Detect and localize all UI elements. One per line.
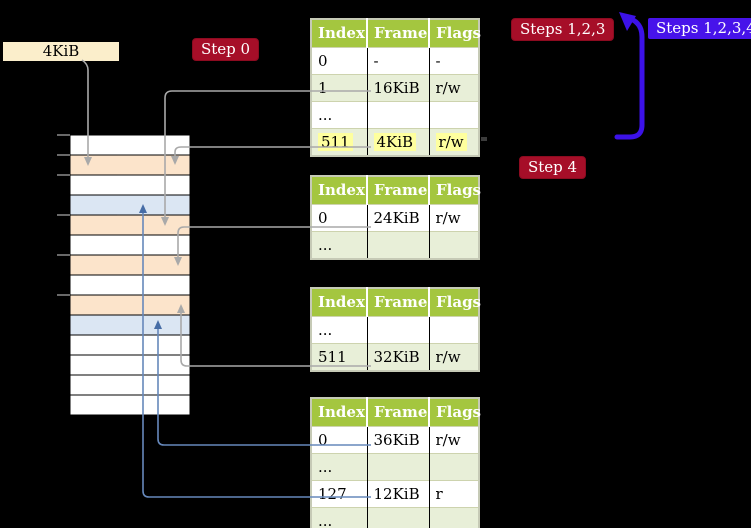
memory-row (69, 294, 191, 316)
page-table-2: Index Frame Flags 0 24KiB r/w ... (310, 175, 481, 260)
memory-row (69, 354, 191, 376)
table-row: ... (311, 101, 479, 129)
column-header-frame: Frame (367, 176, 430, 205)
column-header-index: Index (311, 288, 368, 317)
column-header-flags: Flags (429, 398, 481, 427)
arrowhead-down-icon (174, 257, 182, 266)
highlighted-value: r/w (435, 133, 467, 151)
table-row-highlighted: 511 4KiB r/w (311, 128, 479, 156)
page-table-level-top: Index Frame Flags 0 - - 1 16KiB r/w ... … (310, 18, 481, 157)
column-header-index: Index (311, 19, 368, 48)
memory-row (69, 154, 191, 176)
table-row: ... (311, 231, 479, 259)
arrowhead-up-icon (154, 320, 162, 329)
highlighted-value: 511 (318, 133, 353, 151)
address-ticks (57, 134, 70, 296)
table-row: 511 32KiB r/w (311, 343, 479, 371)
arrowhead-up-icon (139, 204, 147, 213)
memory-row (69, 214, 191, 236)
arrow-4kib-label-to-frame (81, 59, 89, 157)
memory-row (69, 134, 191, 156)
arrowhead-down-icon (161, 217, 169, 226)
table-row: 127 12KiB r (311, 480, 479, 508)
arrowhead-down-icon (171, 156, 179, 165)
arrowhead-down-icon (84, 157, 92, 166)
memory-row (69, 314, 191, 336)
badge-steps-1234: Steps 1,2,3,4 (648, 18, 751, 39)
loopback-arrow (614, 17, 645, 140)
memory-row (69, 334, 191, 356)
arrowhead-up-icon (177, 304, 185, 313)
table-row: 0 - - (311, 47, 479, 75)
column-header-flags: Flags (429, 288, 481, 317)
table-row: 0 36KiB r/w (311, 426, 479, 454)
table-row: ... (311, 316, 479, 344)
memory-strip (69, 134, 191, 416)
table-row: 0 24KiB r/w (311, 204, 479, 232)
memory-row (69, 394, 191, 416)
memory-row (69, 254, 191, 276)
column-header-frame: Frame (367, 288, 430, 317)
column-header-frame: Frame (367, 398, 430, 427)
column-header-index: Index (311, 398, 368, 427)
memory-row (69, 274, 191, 296)
badge-steps-123: Steps 1,2,3 (511, 18, 615, 41)
gray-arrowheads (84, 156, 185, 313)
memory-row (69, 194, 191, 216)
column-header-flags: Flags (429, 19, 481, 48)
page-size-label: 4KiB (3, 42, 119, 61)
memory-row (69, 234, 191, 256)
small-dash (481, 137, 487, 141)
badge-step-0: Step 0 (192, 38, 260, 61)
highlighted-value: 4KiB (373, 133, 417, 151)
table-row: ... (311, 507, 479, 528)
blue-arrowheads (139, 204, 162, 329)
memory-row (69, 174, 191, 196)
column-header-frame: Frame (367, 19, 430, 48)
column-header-index: Index (311, 176, 368, 205)
table-row: 1 16KiB r/w (311, 74, 479, 102)
table-row: ... (311, 453, 479, 481)
page-table-3: Index Frame Flags ... 511 32KiB r/w (310, 287, 481, 372)
loopback-arrowhead-icon (619, 12, 636, 31)
badge-step-4: Step 4 (519, 156, 587, 179)
memory-row (69, 374, 191, 396)
page-table-4: Index Frame Flags 0 36KiB r/w ... 127 12… (310, 397, 481, 528)
column-header-flags: Flags (429, 176, 481, 205)
